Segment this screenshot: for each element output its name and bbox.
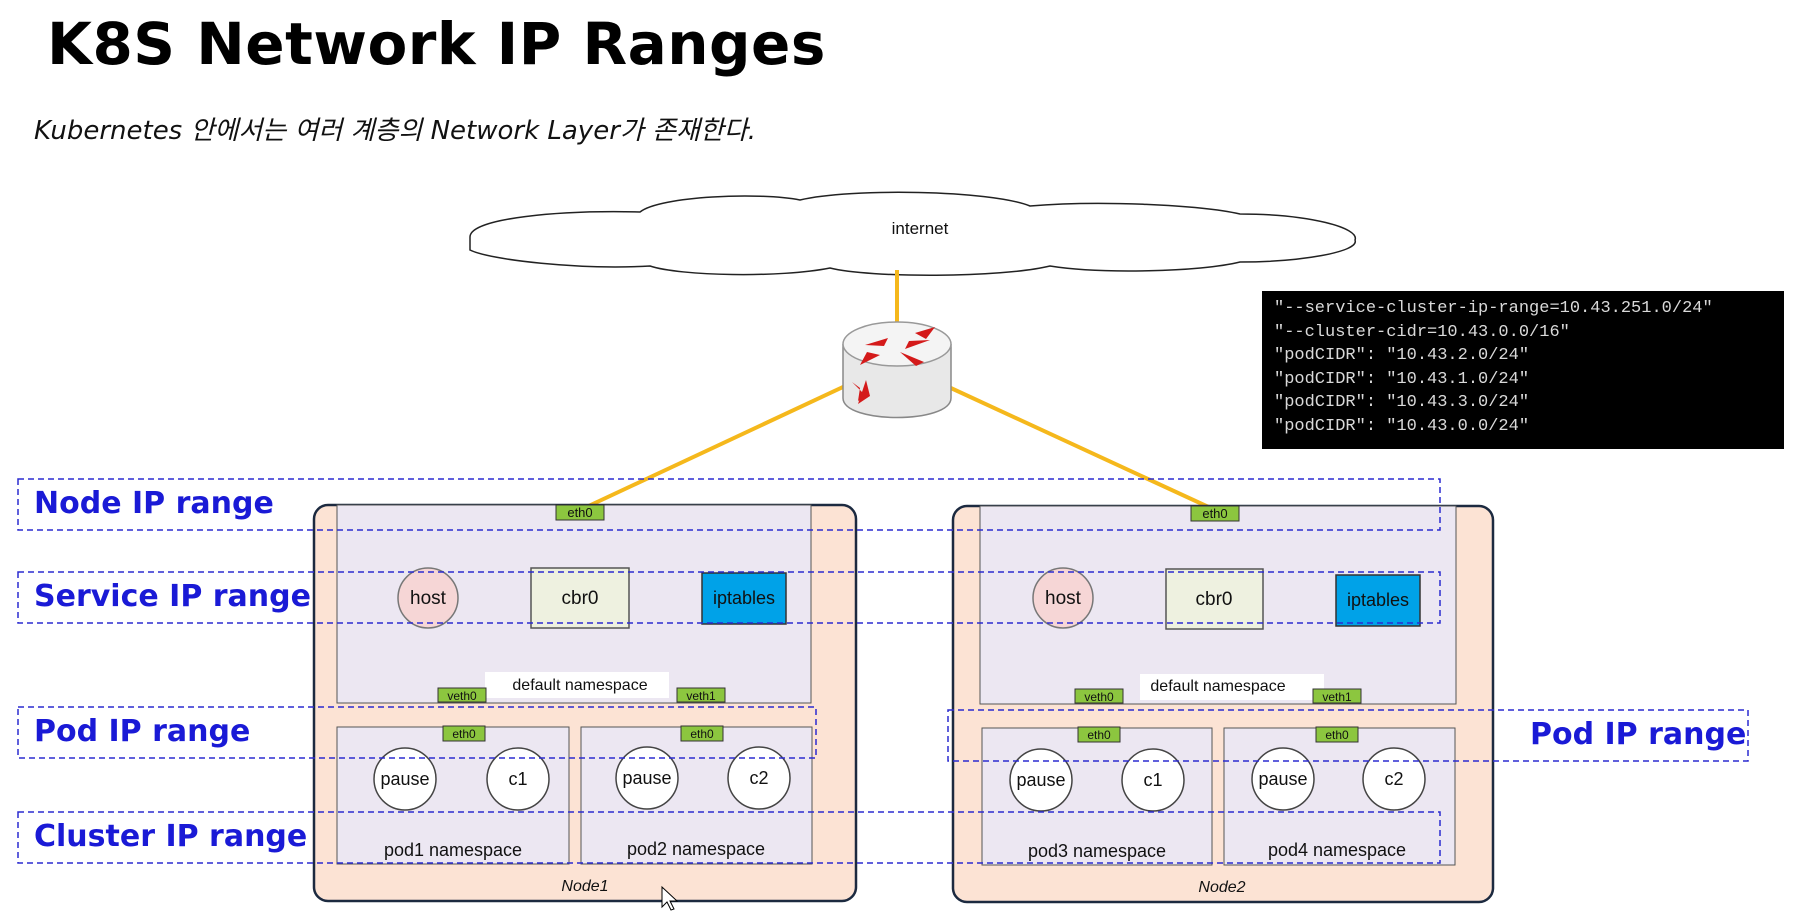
node-ip-range-label: Node IP range bbox=[34, 486, 274, 521]
range-boxes bbox=[17, 478, 1749, 864]
service-ip-range-label: Service IP range bbox=[34, 579, 311, 614]
node1-pod1-eth0-label: eth0 bbox=[452, 727, 476, 741]
node1-veth0-iface bbox=[437, 687, 487, 703]
node2-pod3-eth0-iface bbox=[1077, 726, 1121, 743]
node1-host-label: host bbox=[410, 588, 447, 609]
pod-ip-range-box-right bbox=[947, 709, 1749, 762]
node2-cbr0-label: cbr0 bbox=[1196, 589, 1233, 610]
node1-veth1-iface bbox=[676, 687, 726, 703]
node1-pod2-namespace: pod2 namespace bbox=[627, 839, 765, 859]
node2-pod4-c2-label: c2 bbox=[1384, 769, 1403, 789]
terminal-line: "podCIDR": "10.43.0.0/24" bbox=[1274, 416, 1530, 436]
pod-ip-range-box-left bbox=[17, 706, 817, 759]
node2-pod4-pause-label: pause bbox=[1258, 769, 1307, 789]
internet-cloud: internet bbox=[469, 191, 1356, 277]
pod-ip-range-label-left: Pod IP range bbox=[34, 714, 251, 749]
node1-pod2-eth0-iface bbox=[680, 725, 724, 742]
node2-name: Node2 bbox=[1198, 879, 1245, 896]
node2-host bbox=[1032, 567, 1094, 629]
node1-pod2-c2-label: c2 bbox=[749, 768, 768, 788]
node2-pod4-c2 bbox=[1362, 747, 1426, 811]
node2-default-namespace: default namespace bbox=[1150, 678, 1285, 695]
node1-cbr0-label: cbr0 bbox=[562, 588, 599, 609]
terminal-line: "podCIDR": "10.43.1.0/24" bbox=[1274, 369, 1530, 389]
node2-pod3-eth0-label: eth0 bbox=[1087, 728, 1111, 742]
node2-pod4-pause bbox=[1251, 747, 1315, 811]
node2-veth1-label: veth1 bbox=[1322, 690, 1352, 704]
node2-pod4-eth0-iface bbox=[1315, 726, 1359, 743]
terminal-line: "--service-cluster-ip-range=10.43.251.0/… bbox=[1274, 299, 1713, 318]
router-icon bbox=[842, 321, 952, 419]
pod-ip-range-label-right: Pod IP range bbox=[1530, 717, 1747, 752]
node1-pod1-c1-label: c1 bbox=[508, 769, 527, 789]
node1-pod2-pause-label: pause bbox=[622, 768, 671, 788]
cluster-ip-range-box bbox=[17, 811, 1441, 864]
node2-pod4-namespace: pod4 namespace bbox=[1268, 840, 1406, 860]
node1-pod1-c1 bbox=[486, 747, 550, 811]
cluster-ip-range-label: Cluster IP range bbox=[34, 819, 308, 854]
node2-pod3-pause bbox=[1009, 748, 1073, 812]
node2-veth1-iface bbox=[1312, 688, 1362, 704]
node1-pod2-pause bbox=[615, 746, 679, 810]
node1-cbr0-bridge bbox=[530, 567, 630, 629]
node2-pod4-eth0-label: eth0 bbox=[1325, 728, 1349, 742]
node2-iptables bbox=[1335, 574, 1421, 627]
page-subtitle: Kubernetes 안에서는 여러 계층의 Network Layer가 존재… bbox=[34, 116, 757, 146]
node1-pod1-eth0-iface bbox=[442, 725, 486, 742]
node1-pod1-pause-label: pause bbox=[380, 769, 429, 789]
node2-pod3-c1-label: c1 bbox=[1143, 770, 1162, 790]
node1-pod2-c2 bbox=[727, 746, 791, 810]
node1-veth1-label: veth1 bbox=[686, 689, 716, 703]
node2-veth0-label: veth0 bbox=[1084, 690, 1114, 704]
node1-eth0-iface bbox=[555, 504, 605, 521]
node1-pod1-pause bbox=[373, 747, 437, 811]
node1-default-namespace: default namespace bbox=[512, 677, 647, 694]
node2-iptables-label: iptables bbox=[1347, 590, 1409, 610]
service-ip-range-box bbox=[17, 571, 1441, 624]
internet-label: internet bbox=[892, 219, 949, 238]
node2-pod3-namespace: pod3 namespace bbox=[1028, 841, 1166, 861]
node2-pod3-pause-label: pause bbox=[1016, 770, 1065, 790]
node1-eth0-label: eth0 bbox=[567, 505, 592, 520]
node2-pod3-c1 bbox=[1121, 748, 1185, 812]
node1-iptables-label: iptables bbox=[713, 588, 775, 608]
node2-eth0-iface bbox=[1190, 505, 1240, 522]
node1-host bbox=[397, 567, 459, 629]
node1-veth0-label: veth0 bbox=[447, 689, 477, 703]
node2-cbr0-bridge bbox=[1165, 568, 1264, 630]
node-ip-range-box bbox=[17, 478, 1441, 531]
mouse-cursor-icon bbox=[661, 885, 679, 911]
terminal-output: "--service-cluster-ip-range=10.43.251.0/… bbox=[1262, 291, 1784, 449]
node1-name: Node1 bbox=[561, 878, 608, 895]
page-title: K8S Network IP Ranges bbox=[47, 10, 826, 78]
terminal-line: "podCIDR": "10.43.3.0/24" bbox=[1274, 393, 1530, 412]
terminal-line: "--cluster-cidr=10.43.0.0/16" bbox=[1274, 322, 1570, 342]
node2-host-label: host bbox=[1045, 588, 1082, 609]
terminal-line: "podCIDR": "10.43.2.0/24" bbox=[1274, 346, 1530, 365]
node1-pod1-namespace: pod1 namespace bbox=[384, 840, 522, 860]
node2-eth0-label: eth0 bbox=[1202, 506, 1227, 521]
node1-pod2-eth0-label: eth0 bbox=[690, 727, 714, 741]
node2-veth0-iface bbox=[1074, 688, 1124, 704]
node1-iptables bbox=[701, 572, 787, 625]
